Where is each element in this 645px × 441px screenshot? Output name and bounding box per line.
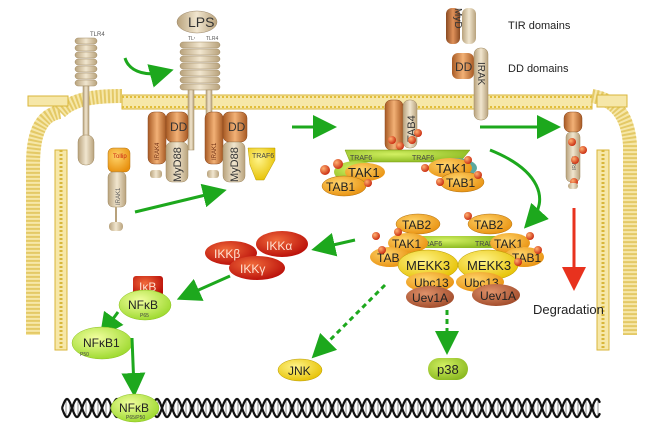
nfkb1-label: NFκB1 — [83, 336, 120, 350]
lps-label: LPS — [188, 14, 214, 30]
irak1-left-label: IRAK1 — [116, 187, 122, 205]
to-mekk3-arrow — [489, 148, 549, 229]
tak1-a-label: TAK1 — [348, 165, 380, 180]
tak1-c-label: TAK1 — [392, 237, 421, 251]
jnk-label: JNK — [288, 364, 311, 378]
uev1a-a-label: Uev1A — [412, 291, 448, 305]
legend: MyD TIR domains DD IRAK DD domains — [446, 8, 571, 121]
tab2-a-label: TAB2 — [402, 218, 431, 232]
tab2-b-label: TAB2 — [474, 218, 503, 232]
tab-partial-a-label: TAB — [377, 251, 399, 265]
ikkb-label: IKKβ — [214, 247, 240, 261]
traf6-a: TRAF6 — [247, 147, 276, 181]
traf6-e-label: TRAF — [475, 241, 493, 248]
uev1a-b-label: Uev1A — [480, 289, 516, 303]
to-ikk-arrow — [311, 232, 356, 257]
tlr4-mid-label-a: TLʳ — [188, 36, 196, 42]
tollip-label: Tollip — [113, 154, 127, 160]
recruit-arrow — [123, 57, 174, 88]
ubc13-a-label: Ubc13 — [414, 276, 449, 290]
nfkb-nuclear-label: NFκB — [119, 401, 149, 415]
ikb-nfkb-complex: IκB NFκB P65 — [118, 276, 172, 321]
legend-tir-domain-label: MyD — [452, 8, 463, 29]
degradation-label: Degradation — [533, 302, 604, 317]
mekk3-complex: TAB2 TAB2 TRAF6 TRAF TAK1 TAK1 TAB TAB1 … — [370, 212, 544, 308]
tab1-b-label: TAB1 — [446, 176, 475, 190]
legend-dd-text: DD domains — [508, 63, 569, 75]
ikk-complex: IKKβ IKKα IKKγ — [205, 231, 308, 280]
ikkg-label: IKKγ — [240, 262, 265, 276]
traf6-b-label: TRAF6 — [350, 155, 372, 162]
legend-dd-domain-label: DD — [455, 60, 473, 74]
myd88-complex-a: IRAK4 DD MyD88 — [147, 111, 189, 183]
mekk3-b-label: MEKK3 — [467, 258, 511, 273]
nfkb-label: NFκB — [128, 298, 158, 312]
myd88-complex-b: IRAK1 DD MyD88 — [204, 111, 248, 183]
to-jnk-arrow — [311, 283, 387, 359]
plasma-membrane — [26, 89, 637, 351]
p65-label: P65 — [140, 313, 149, 319]
lps-oval — [176, 10, 218, 34]
legend-tir-text: TIR domains — [508, 20, 571, 32]
tlr4-mid-label-b: TLR4 — [206, 36, 218, 42]
tab1-a-label: TAB1 — [326, 180, 355, 194]
dd-label-b: DD — [228, 120, 246, 134]
irak-tab4-complex: TAB4 — [384, 99, 422, 151]
traf6-a-label: TRAF6 — [252, 153, 274, 160]
jnk: JNK — [277, 358, 323, 382]
traf6-d-label: TRAF6 — [420, 241, 442, 248]
traf6-tak1-complex: TRAF6 TRAF6 TAK1 TAB1 TAK1 TAB1 — [320, 149, 485, 197]
p38: p38 — [428, 358, 468, 380]
nfkb1: NFκB1 P50 — [71, 326, 133, 360]
tollip-to-myd88-arrow — [134, 183, 227, 214]
myd88-label-b: MyD88 — [229, 147, 241, 182]
tak1-d-label: TAK1 — [494, 237, 523, 251]
nfkb-nuclear: NFκB P65/P50 — [110, 393, 160, 423]
myd88-label-a: MyD88 — [172, 147, 184, 182]
ikka-label: IKKα — [266, 239, 292, 253]
mekk3-a-label: MEKK3 — [406, 258, 450, 273]
to-ikb-arrow — [176, 274, 231, 301]
legend-irak-label: IRAK — [475, 62, 486, 86]
p50-label: P50 — [80, 352, 89, 358]
tollip-irak1-complex: Tollip IRAK1 — [107, 147, 131, 231]
tlr4-receptor-left: TLR4 — [74, 32, 105, 166]
irak4-label: IRAK4 — [155, 142, 161, 160]
p38-label: p38 — [437, 362, 459, 377]
p65p50-label: P65/P50 — [126, 415, 145, 421]
irak1-b-label: IRAK1 — [212, 142, 218, 160]
tlr4-left-label: TLR4 — [90, 32, 105, 38]
to-nucleus-arrow — [121, 337, 146, 397]
dd-label-a: DD — [170, 120, 188, 134]
irak1-right: IRAK1 — [563, 111, 587, 189]
traf6-c-label: TRAF6 — [412, 155, 434, 162]
